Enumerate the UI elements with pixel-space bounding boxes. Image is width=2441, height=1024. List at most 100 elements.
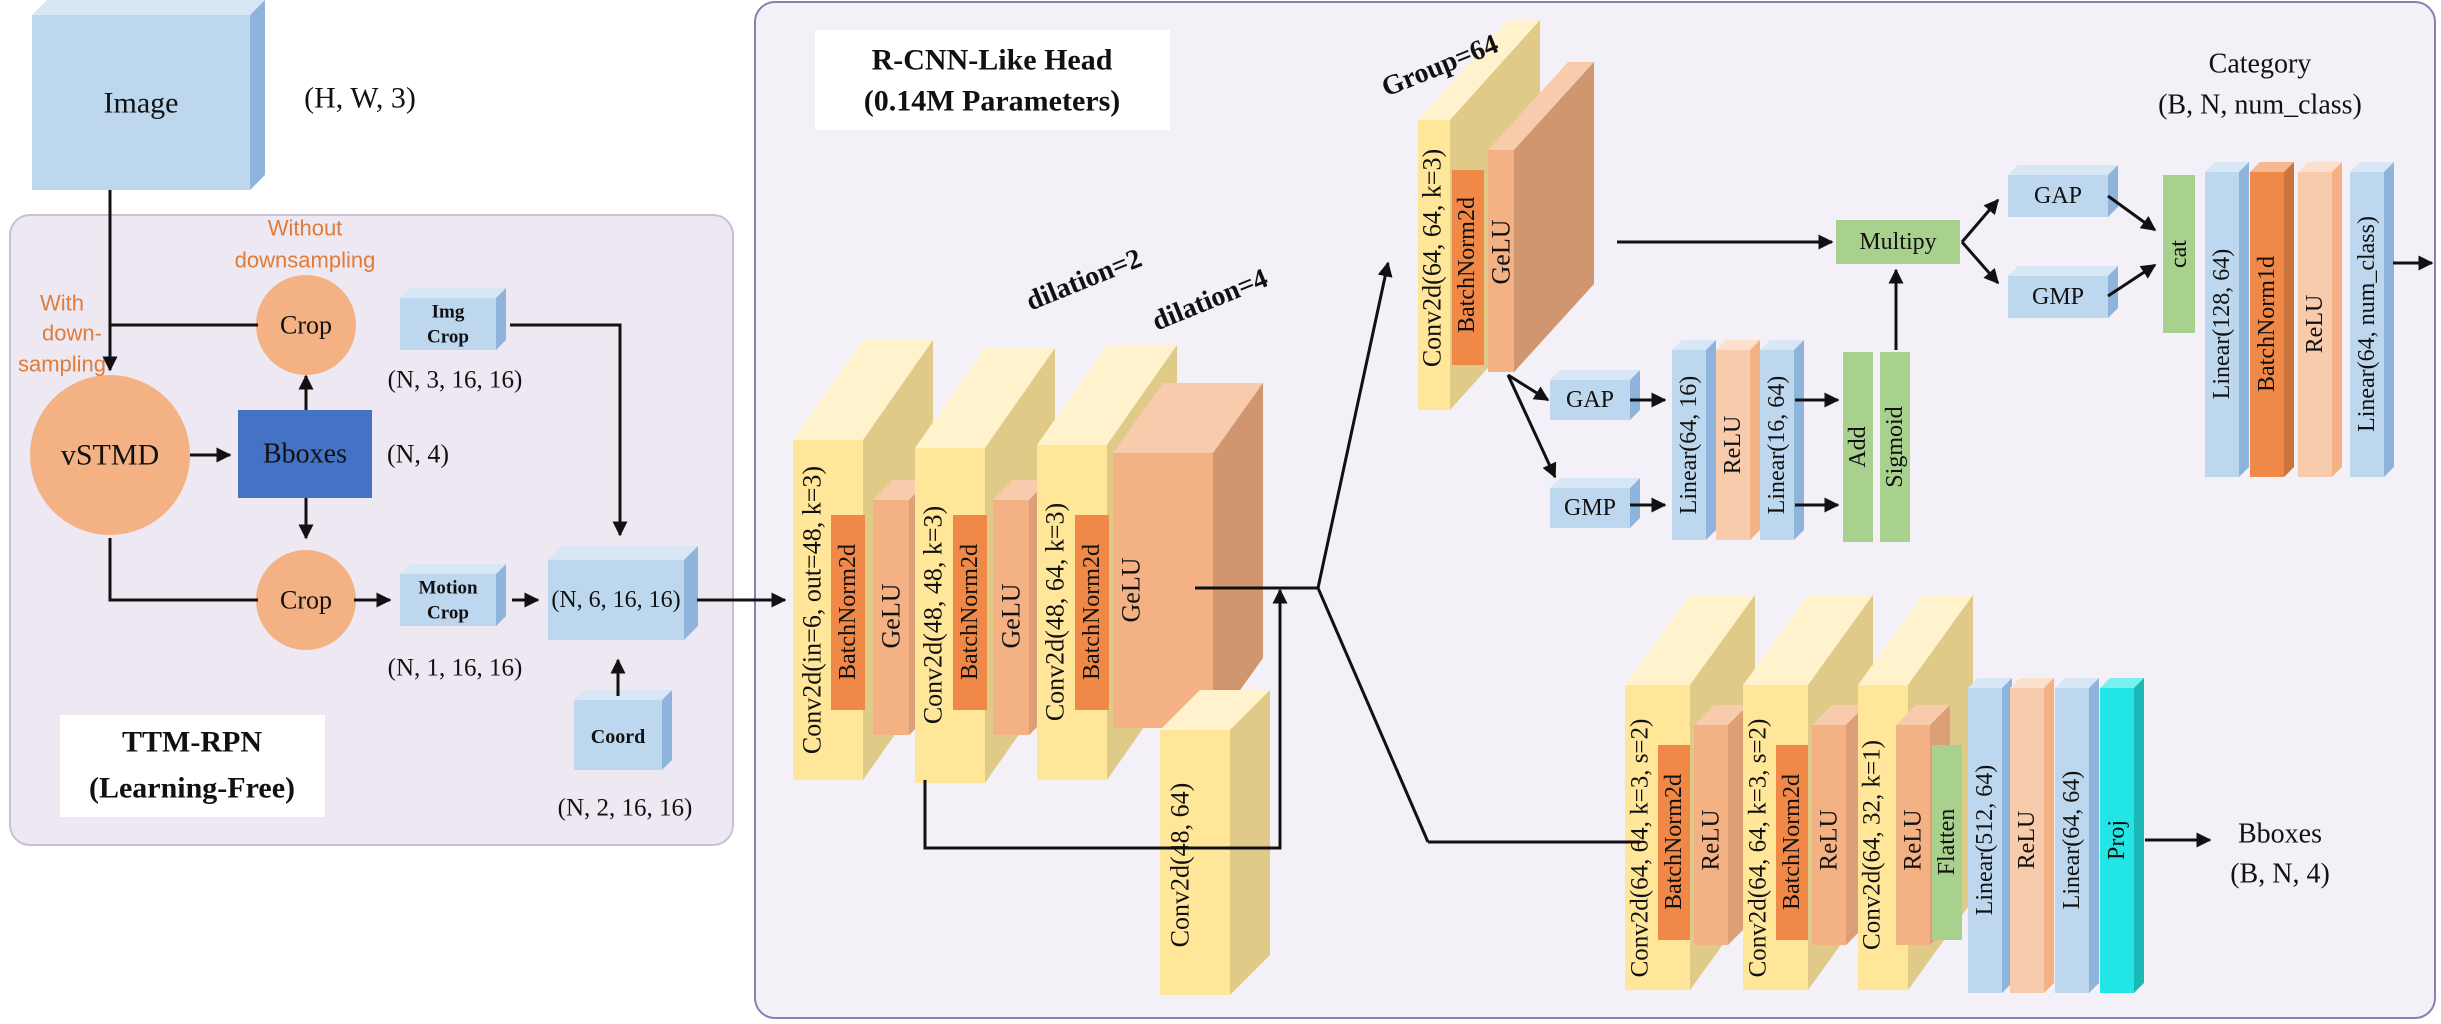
b-conv1-label: Conv2d(64, 64, k=3, s=2) — [1627, 719, 1654, 978]
head-title-box — [815, 30, 1170, 130]
cat-block — [2163, 175, 2195, 333]
vstmd-circle — [30, 375, 190, 535]
motion-crop-line1: Motion — [418, 578, 478, 599]
motion-crop-block — [400, 564, 506, 626]
b-bn1-tag — [1658, 745, 1690, 940]
crop-bottom-circle — [256, 550, 356, 650]
gmp1-block — [1550, 478, 1640, 528]
bn1d-label: BatchNorm1d — [2254, 256, 2280, 392]
b-conv2-label: Conv2d(64, 64, k=3, s=2) — [1745, 719, 1772, 978]
rpn-title-box — [60, 715, 325, 817]
cat-label: cat — [2166, 240, 2192, 268]
gap1-block — [1550, 370, 1640, 420]
img-crop-block — [400, 288, 506, 350]
gbn-label: BatchNorm2d — [1454, 197, 1480, 333]
crop-top-circle — [256, 275, 356, 375]
lin-512-64-block — [1968, 678, 2012, 993]
crop-top-label: Crop — [280, 311, 332, 340]
motion-crop-shape: (N, 1, 16, 16) — [388, 655, 523, 682]
main-orange-block — [1113, 383, 1263, 728]
relu-cls-label: ReLU — [2302, 295, 2328, 354]
gelu3-label: GeLU — [1117, 557, 1146, 622]
flatten-block — [1932, 745, 1962, 940]
img-crop-line2: Crop — [427, 327, 469, 348]
lin-64-64-label: Linear(64, 64) — [2059, 771, 2085, 910]
coord-shape: (N, 2, 16, 16) — [558, 795, 693, 822]
b-bn2-tag — [1776, 745, 1808, 940]
category-label: Category — [2209, 49, 2312, 80]
b-relu1-label: ReLU — [1698, 809, 1725, 870]
gap2-block — [2008, 165, 2118, 217]
gorange-block — [1488, 62, 1594, 372]
bn1d-block — [2250, 162, 2294, 477]
vstmd-label: vSTMD — [61, 439, 159, 472]
coord-label: Coord — [591, 726, 645, 748]
bn1-label: BatchNorm2d — [835, 544, 861, 680]
bn2-label: BatchNorm2d — [957, 544, 983, 680]
gelu1-block — [873, 480, 929, 735]
bboxes-shape: (N, 4) — [387, 440, 449, 469]
head-connectors — [923, 194, 2434, 850]
image-block — [32, 0, 265, 190]
bn2-tag — [953, 515, 987, 710]
skip-conv-label: Conv2d(48, 64) — [1166, 783, 1195, 948]
rpn-panel — [9, 214, 734, 846]
rpn-connectors — [102, 190, 787, 696]
ggelu-label: GeLU — [1487, 219, 1516, 284]
flatten-label: Flatten — [1934, 809, 1960, 876]
bboxes-block — [238, 410, 372, 498]
bboxes-label: Bboxes — [263, 439, 347, 470]
motion-crop-line2: Crop — [427, 603, 469, 624]
lin-64-16-block — [1672, 340, 1716, 540]
lin-128-64-label: Linear(128, 64) — [2209, 249, 2235, 400]
proj-label: Proj — [2104, 820, 2130, 860]
with-line3: sampling — [18, 352, 106, 377]
rpn-title-line2: (Learning-Free) — [89, 772, 295, 805]
gelu2-label: GeLU — [997, 583, 1026, 648]
add-label: Add — [1845, 426, 1871, 467]
bboxes-out-label: Bboxes — [2238, 819, 2322, 850]
b-conv3-label: Conv2d(64, 32, k=1) — [1859, 740, 1886, 950]
concat-shape: (N, 6, 16, 16) — [551, 587, 680, 613]
bn3-tag — [1075, 515, 1109, 710]
relu-se-label: ReLU — [1720, 416, 1746, 475]
conv3-label: Conv2d(48, 64, k=3) — [1041, 503, 1070, 721]
add-block — [1843, 352, 1873, 542]
b-bn1-label: BatchNorm2d — [1661, 774, 1687, 910]
concat-block — [548, 546, 698, 640]
gap1-label: GAP — [1566, 387, 1614, 413]
b-relu2-label: ReLU — [1816, 809, 1843, 870]
multiply-label: Multipy — [1859, 229, 1936, 255]
skip-conv-block — [1160, 690, 1270, 995]
rpn-title-line1: TTM-RPN — [122, 726, 262, 759]
crop-bottom-label: Crop — [280, 586, 332, 615]
lin-64-64-block — [2055, 678, 2099, 993]
bboxes-out-shape: (B, N, 4) — [2230, 859, 2330, 890]
lin-64-cls-label: Linear(64, num_class) — [2354, 216, 2380, 432]
coord-block — [574, 690, 672, 770]
lin-16-64-block — [1760, 340, 1804, 540]
lin-64-16-label: Linear(64, 16) — [1676, 376, 1702, 515]
relu-se-block — [1716, 340, 1760, 540]
sigmoid-label: Sigmoid — [1882, 406, 1908, 487]
bn3-label: BatchNorm2d — [1079, 544, 1105, 680]
conv2-label: Conv2d(48, 48, k=3) — [919, 506, 948, 724]
gbn-tag — [1452, 170, 1484, 365]
lin-16-64-label: Linear(16, 64) — [1764, 376, 1790, 515]
image-shape: (H, W, 3) — [304, 82, 416, 115]
lin-128-64-block — [2205, 162, 2249, 477]
gmp1-label: GMP — [1564, 495, 1616, 521]
lin-64-cls-block — [2350, 162, 2394, 477]
head-title-line2: (0.14M Parameters) — [864, 85, 1121, 118]
b-relu4-label: ReLU — [2014, 811, 2040, 870]
conv1-label: Conv2d(in=6, out=48, k=3) — [798, 466, 827, 754]
b-bn2-label: BatchNorm2d — [1779, 774, 1805, 910]
sigmoid-block — [1880, 352, 1910, 542]
gmp2-block — [2008, 266, 2118, 318]
multiply-block — [1836, 220, 1960, 264]
proj-block — [2100, 678, 2144, 993]
with-line2: down- — [42, 321, 102, 346]
head-title-line1: R-CNN-Like Head — [872, 44, 1113, 77]
lin-512-64-label: Linear(512, 64) — [1972, 765, 1998, 916]
img-crop-line1: Img — [432, 302, 465, 323]
